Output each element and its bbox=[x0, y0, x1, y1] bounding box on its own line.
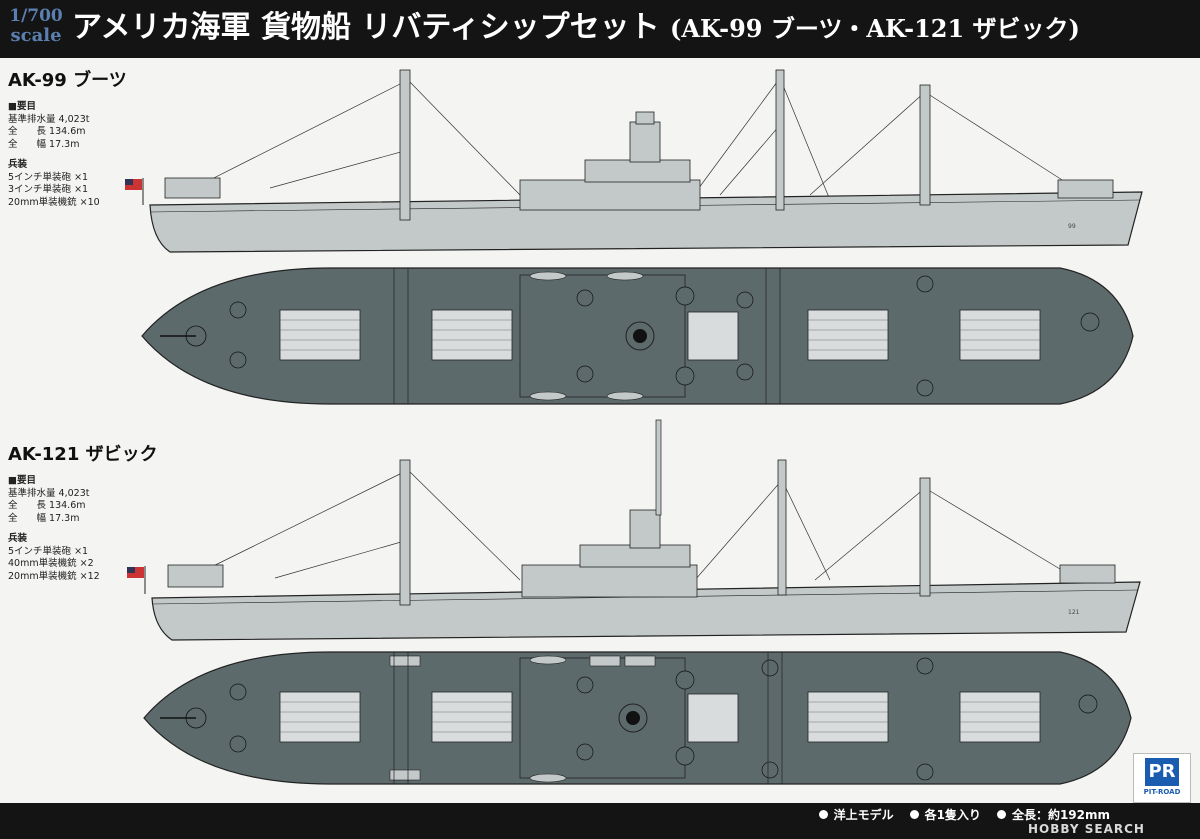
logo-mark: PR bbox=[1145, 758, 1179, 786]
scale-badge: 1/700 scale bbox=[6, 6, 66, 50]
logo-text: PIT-ROAD bbox=[1143, 788, 1181, 796]
arm-row: 20mm単装機銃 ×12 bbox=[8, 570, 100, 582]
ak121-top-view bbox=[143, 651, 1132, 785]
specs-heading: ■要目 bbox=[8, 475, 36, 486]
footer-item: 全長：約192mm bbox=[996, 806, 1110, 823]
arm-row: 20mm単装機銃 ×10 bbox=[8, 196, 100, 208]
bullet-icon bbox=[818, 810, 828, 819]
arms-heading: 兵装 bbox=[8, 159, 28, 170]
flag-icon bbox=[127, 566, 146, 594]
title-main: アメリカ海軍 貨物船 リバティシップセット bbox=[72, 10, 660, 45]
arm-row: 40mm単装機銃 ×2 bbox=[8, 558, 94, 569]
page-title: アメリカ海軍 貨物船 リバティシップセット (AK-99 ブーツ・AK-121 … bbox=[72, 6, 1080, 50]
title-sub: (AK-99 ブーツ・AK-121 ザビック) bbox=[670, 14, 1080, 43]
footer-bar bbox=[0, 803, 1200, 839]
footer-item: 各1隻入り bbox=[909, 806, 981, 823]
spec-row: 全 幅 17.3m bbox=[8, 138, 80, 150]
bullet-icon bbox=[909, 810, 919, 819]
spec-row: 基準排水量 4,023t bbox=[8, 113, 90, 125]
specs-ak121: ■要目 基準排水量 4,023t 全 長 134.6m 全 幅 17.3m 兵装… bbox=[8, 475, 118, 583]
arm-row: 5インチ単装砲 ×1 bbox=[8, 545, 89, 557]
specs-ak99: ■要目 基準排水量 4,023t 全 長 134.6m 全 幅 17.3m 兵装… bbox=[8, 101, 118, 209]
header-bar bbox=[0, 0, 1200, 58]
spec-row: 基準排水量 4,023t bbox=[8, 487, 90, 499]
arms-heading: 兵装 bbox=[8, 533, 28, 544]
arm-row: 5インチ単装砲 ×1 bbox=[8, 171, 89, 183]
scale-ratio: 1/700 bbox=[9, 6, 63, 26]
footer-features: 洋上モデル 各1隻入り 全長：約192mm bbox=[818, 806, 1110, 823]
ship-name-ak99: AK-99 ブーツ bbox=[8, 70, 127, 91]
pit-road-logo: PR PIT-ROAD bbox=[1133, 753, 1191, 803]
footer-item: 洋上モデル bbox=[818, 806, 894, 823]
bullet-icon bbox=[996, 810, 1006, 819]
hull-number: 121 bbox=[1068, 609, 1080, 616]
specs-heading: ■要目 bbox=[8, 101, 36, 112]
scale-word: scale bbox=[10, 25, 62, 46]
arm-row: 3インチ単装砲 ×1 bbox=[8, 184, 89, 195]
spec-row: 全 長 134.6m bbox=[8, 500, 86, 511]
ak121-side-view: 121 bbox=[127, 419, 1141, 641]
ak99-top-view bbox=[141, 267, 1134, 405]
ship-name-ak121: AK-121 ザビック bbox=[8, 444, 158, 465]
flag-icon bbox=[125, 178, 144, 205]
spec-row: 全 長 134.6m bbox=[8, 126, 86, 137]
hull-number: 99 bbox=[1068, 223, 1076, 230]
watermark: HOBBY SEARCH bbox=[1028, 822, 1145, 836]
ak99-side-view: 99 bbox=[125, 69, 1143, 253]
spec-row: 全 幅 17.3m bbox=[8, 512, 80, 524]
